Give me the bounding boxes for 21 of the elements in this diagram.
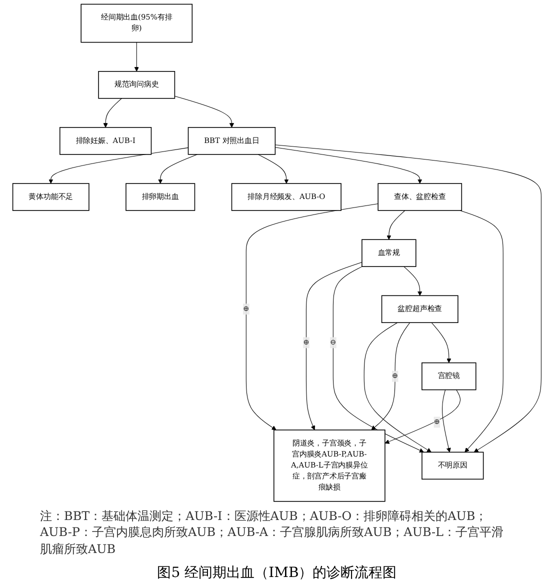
arrow (404, 266, 422, 296)
arrow (274, 147, 422, 184)
arrow (258, 154, 289, 184)
arrow (332, 266, 424, 453)
arrow (246, 203, 378, 430)
note-text: 注：BBT：基础体温测定；AUB-I：医源性AUB；AUB-O：排卵障碍相关的AUB；AUB-P：子宫内膜息肉所致AUB；AUB-A：子宫腺肌病所致AUB；AUB-L：子宫平滑肌瘤所致AUB (39, 508, 505, 558)
figure-caption: 图5 经间期出血（IMB）的诊断流程图 (157, 564, 397, 583)
arrow (386, 210, 406, 240)
arrow (371, 322, 410, 430)
arrow (442, 390, 451, 452)
arrow (364, 322, 432, 452)
arrow (460, 210, 504, 452)
arrow (134, 42, 139, 72)
arrow (384, 390, 461, 444)
arrow (274, 144, 542, 452)
arrow (48, 147, 189, 184)
arrow (158, 154, 198, 184)
arrow (306, 262, 362, 430)
arrow (431, 322, 452, 364)
arrow (174, 96, 234, 128)
arrow (103, 98, 122, 128)
